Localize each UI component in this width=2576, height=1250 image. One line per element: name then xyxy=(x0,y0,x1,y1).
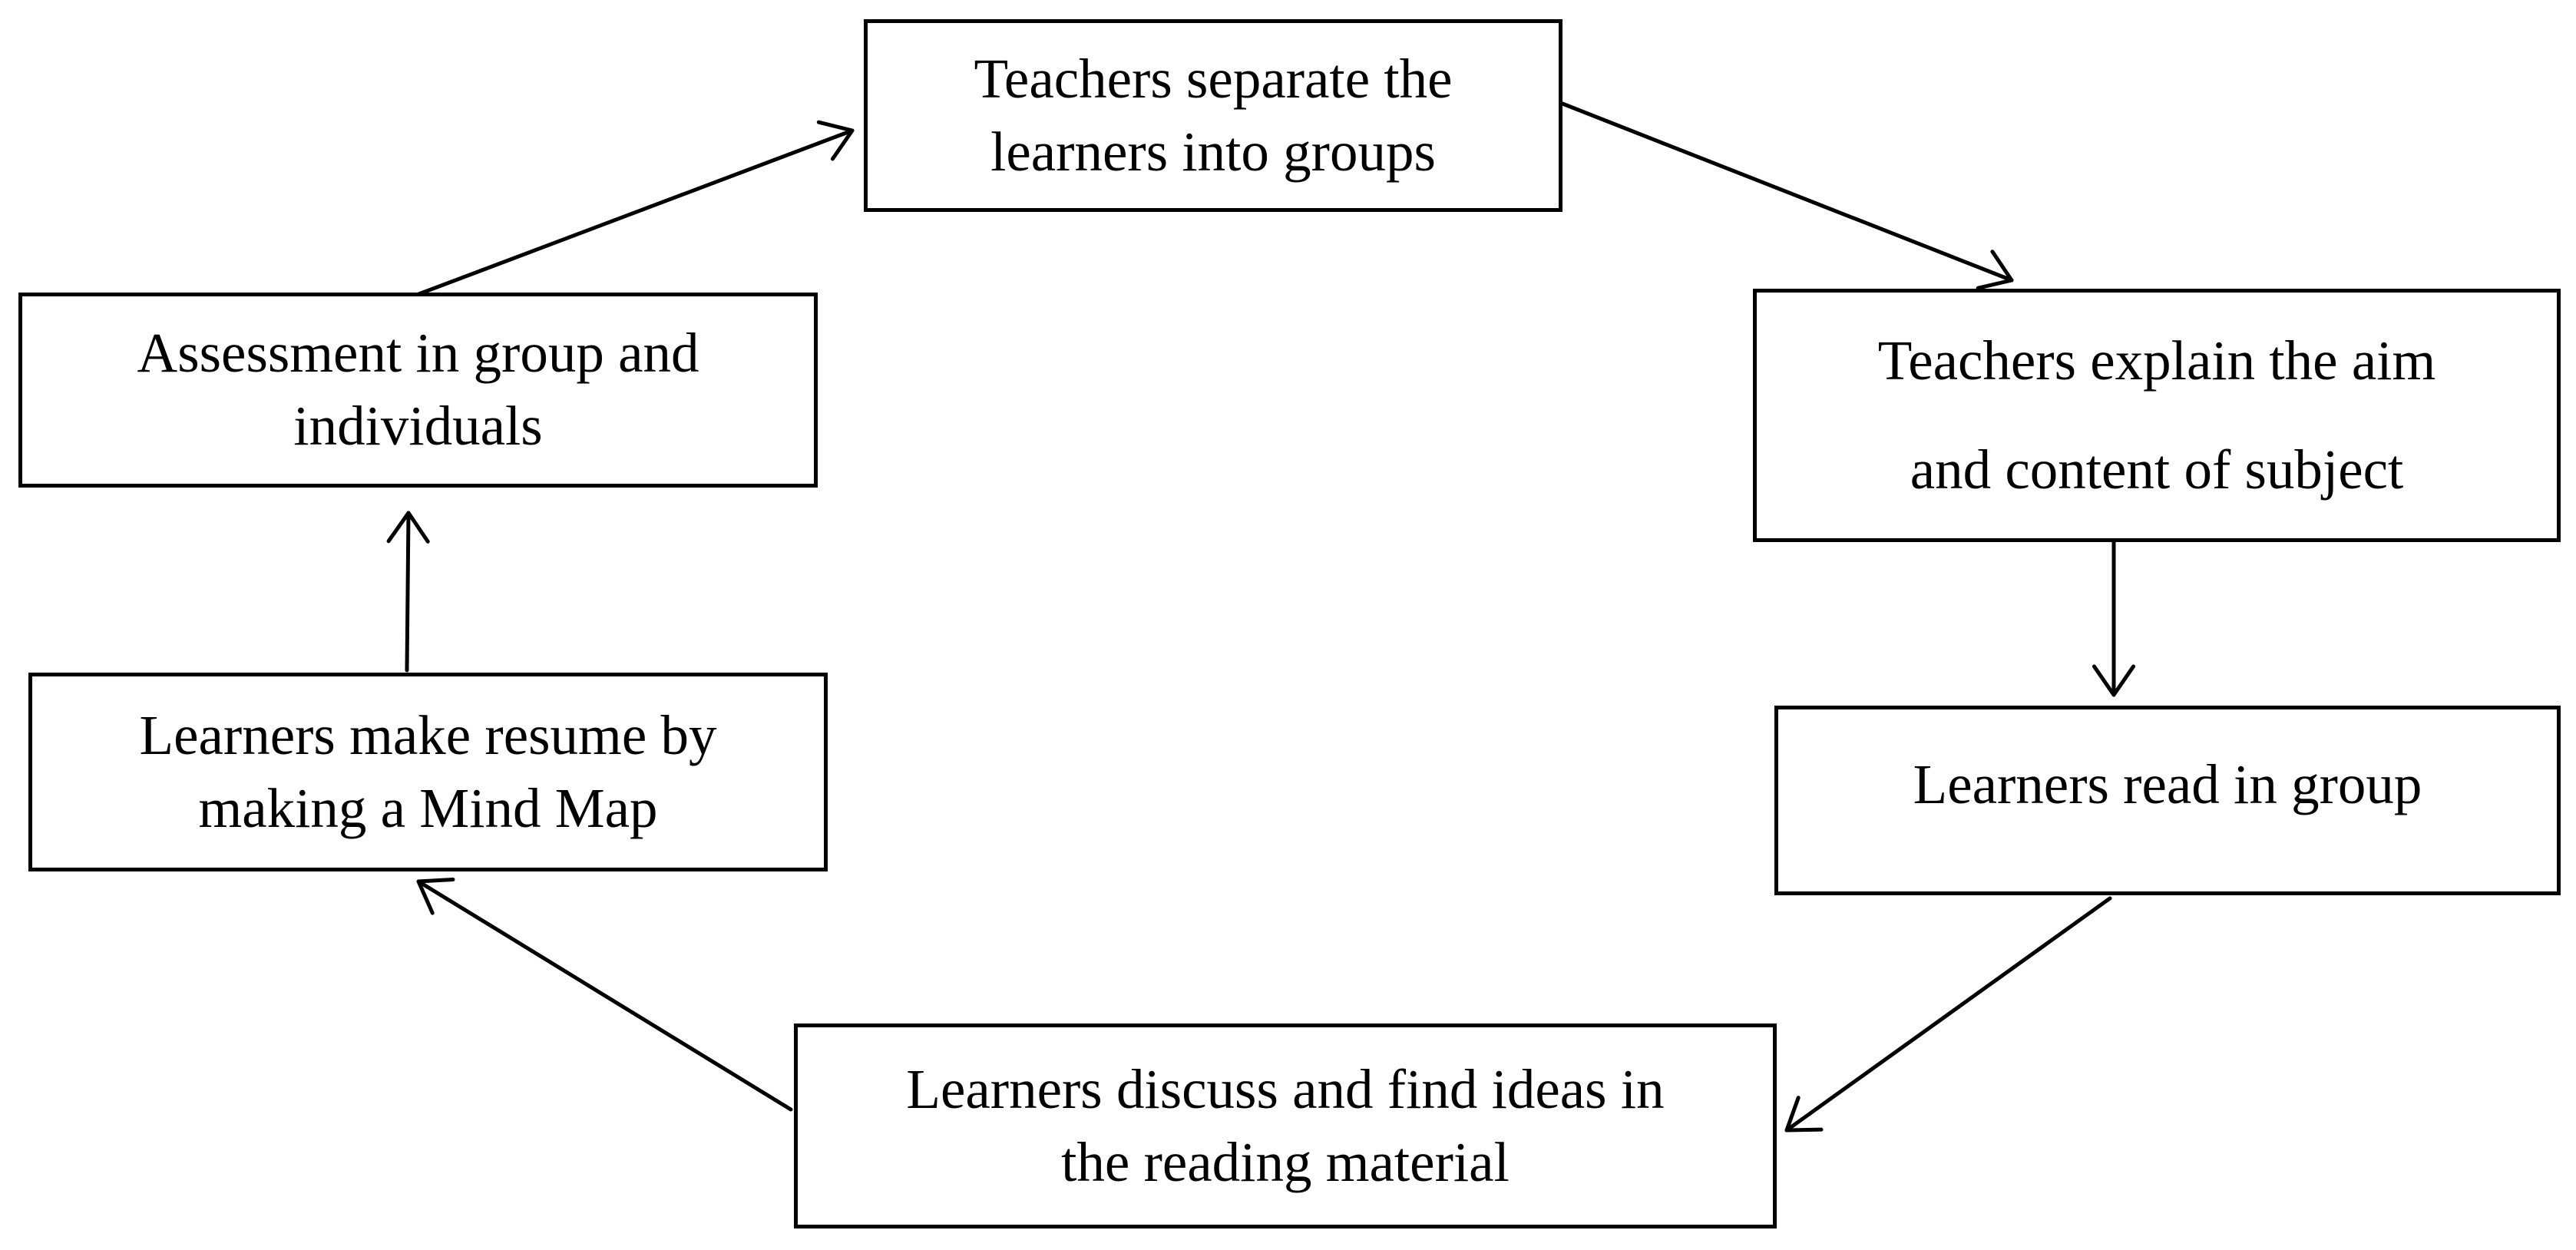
step-text-line: Teachers explain the aim xyxy=(1877,329,2436,392)
step-text-line: learners into groups xyxy=(990,120,1436,183)
arrow-learners-discuss-to-learners-mindmap xyxy=(416,879,793,1112)
step-assessment-box: Assessment in group and individuals xyxy=(18,293,818,488)
step-text-line: Teachers separate the xyxy=(974,47,1453,110)
step-text-line: Assessment in group and xyxy=(137,322,699,385)
arrowhead-assessment xyxy=(386,511,430,544)
arrow-assessment-to-teachers-separate xyxy=(412,128,855,298)
arrowhead-learners-discuss xyxy=(1784,1096,1824,1133)
arrowhead-learners-read xyxy=(2092,664,2136,697)
step-learners-read-box: Learners read in group xyxy=(1774,706,2561,895)
step-text-line: and content of subject xyxy=(1910,438,2404,501)
step-text-line: Learners read in group xyxy=(1913,753,2422,816)
step-teachers-explain-box: Teachers explain the aim and content of … xyxy=(1753,289,2561,542)
step-text-line: the reading material xyxy=(1061,1130,1510,1193)
arrowhead-learners-mindmap xyxy=(416,878,455,915)
arrowhead-teachers-separate xyxy=(816,120,855,161)
step-learners-discuss-box: Learners discuss and find ideas in the r… xyxy=(794,1023,1777,1229)
arrow-teachers-separate-to-teachers-explain xyxy=(1560,101,2014,283)
arrow-learners-read-to-learners-discuss xyxy=(1784,896,2112,1133)
arrow-learners-mindmap-to-assessment xyxy=(405,511,411,673)
arrowhead-teachers-explain xyxy=(1976,250,2014,290)
step-text-line: Learners discuss and find ideas in xyxy=(906,1057,1665,1120)
step-text-line: individuals xyxy=(293,395,543,457)
step-learners-mindmap-box: Learners make resume by making a Mind Ma… xyxy=(28,673,828,871)
step-text-line: making a Mind Map xyxy=(198,776,658,839)
step-text-line: Learners make resume by xyxy=(139,703,717,766)
step-teachers-separate-box: Teachers separate the learners into grou… xyxy=(864,19,1562,212)
